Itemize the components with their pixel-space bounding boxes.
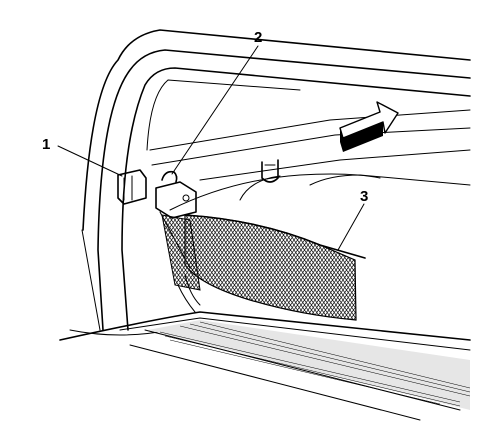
callout-1: 1 xyxy=(42,136,50,153)
net-hook-fastener xyxy=(155,170,197,219)
leader-line-3 xyxy=(337,203,365,251)
floor-sill xyxy=(59,311,471,421)
leader-line-1 xyxy=(57,145,123,177)
cargo-net xyxy=(159,211,366,321)
interior-wall xyxy=(149,109,471,211)
leader-line-2 xyxy=(171,45,259,175)
leader-lines xyxy=(57,45,365,251)
callout-2: 2 xyxy=(254,29,262,46)
door-pillar xyxy=(69,29,471,336)
net-anchor-bracket xyxy=(117,169,147,205)
rear-hook xyxy=(261,159,279,183)
callout-3: 3 xyxy=(360,188,368,205)
forward-arrow-icon xyxy=(339,101,399,152)
